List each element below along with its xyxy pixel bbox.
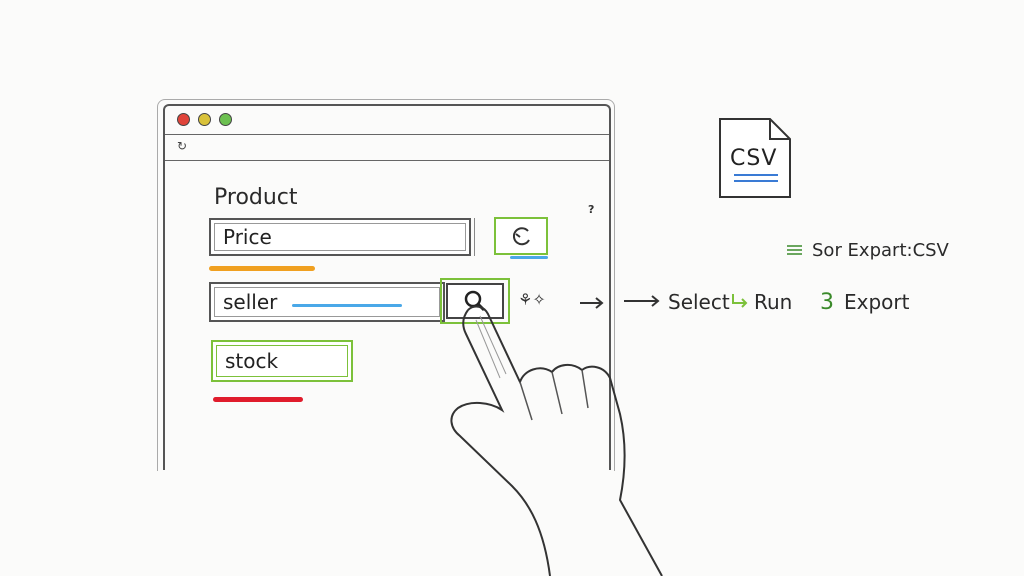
arrow-right-icon — [580, 297, 604, 309]
sort-export-note: Sor Expart:CSV — [812, 240, 949, 261]
csv-file-icon — [719, 118, 791, 198]
step-export: Export — [844, 290, 910, 314]
step-run: Run — [754, 290, 793, 314]
seller-field-label: seller — [223, 290, 278, 314]
address-bar[interactable]: ↻ — [165, 134, 609, 161]
window-shadow — [157, 99, 615, 471]
cursor-sparkle-icon: ⚘✧ — [518, 290, 546, 309]
step-export-number: 3 — [820, 290, 834, 315]
step-select: Select — [668, 290, 730, 314]
seller-underline — [292, 304, 402, 307]
stock-underline — [213, 397, 303, 402]
price-field[interactable]: Price — [209, 218, 471, 256]
refresh-button[interactable] — [494, 217, 548, 255]
close-window-button[interactable] — [177, 113, 190, 126]
form-title: Product — [214, 185, 298, 210]
arrow-right-icon — [624, 295, 660, 307]
maximize-window-button[interactable] — [219, 113, 232, 126]
hand-pointer-icon — [450, 305, 663, 576]
title-bar — [165, 106, 609, 135]
search-button[interactable] — [446, 283, 504, 319]
reload-icon[interactable]: ↻ — [177, 139, 188, 153]
seller-field[interactable]: seller — [209, 282, 445, 322]
refresh-underline — [510, 256, 548, 259]
minimize-window-button[interactable] — [198, 113, 211, 126]
price-field-label: Price — [223, 225, 272, 249]
stock-field[interactable]: stock — [211, 340, 353, 382]
csv-file-label: CSV — [730, 146, 778, 171]
step-arrow-icon — [732, 294, 748, 308]
search-button-highlight — [440, 278, 510, 324]
menu-icon — [787, 245, 802, 255]
price-field-divider — [474, 218, 479, 256]
price-underline — [209, 266, 315, 271]
browser-window: ↻ — [163, 104, 611, 470]
stock-field-label: stock — [225, 349, 279, 373]
side-note: ? — [588, 203, 595, 216]
refresh-icon — [512, 227, 530, 246]
